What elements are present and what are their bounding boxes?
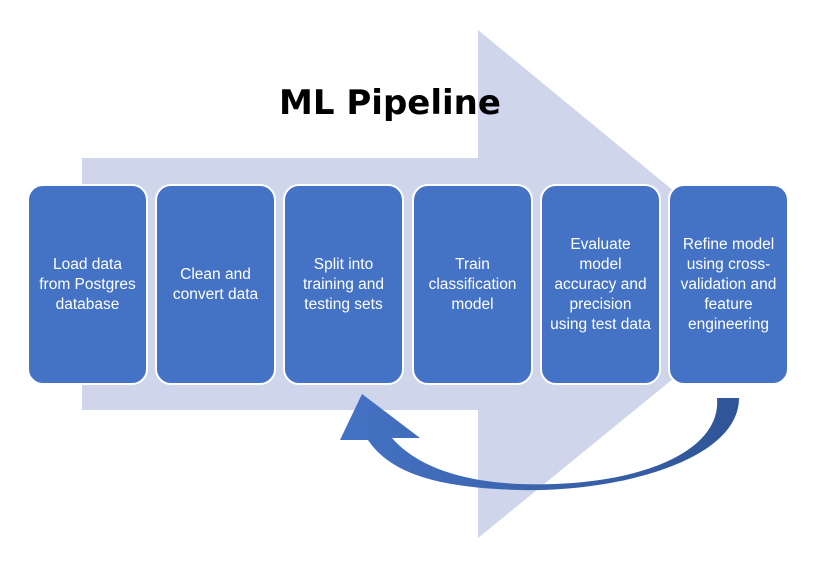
step-label: Train classification model (428, 255, 517, 313)
step-clean-data: Clean and convert data (155, 184, 276, 385)
step-split-data: Split into training and testing sets (283, 184, 404, 385)
step-label: Evaluate model accuracy and precision us… (550, 235, 651, 333)
step-label: Refine model using cross-validation and … (680, 235, 777, 333)
step-refine-model: Refine model using cross-validation and … (668, 184, 789, 385)
step-train-model: Train classification model (412, 184, 533, 385)
step-load-data: Load data from Postgres database (27, 184, 148, 385)
step-evaluate-model: Evaluate model accuracy and precision us… (540, 184, 661, 385)
step-label: Clean and convert data (172, 265, 259, 303)
diagram-title: ML Pipeline (279, 83, 501, 123)
step-label: Load data from Postgres database (39, 255, 136, 313)
step-label: Split into training and testing sets (302, 255, 384, 313)
